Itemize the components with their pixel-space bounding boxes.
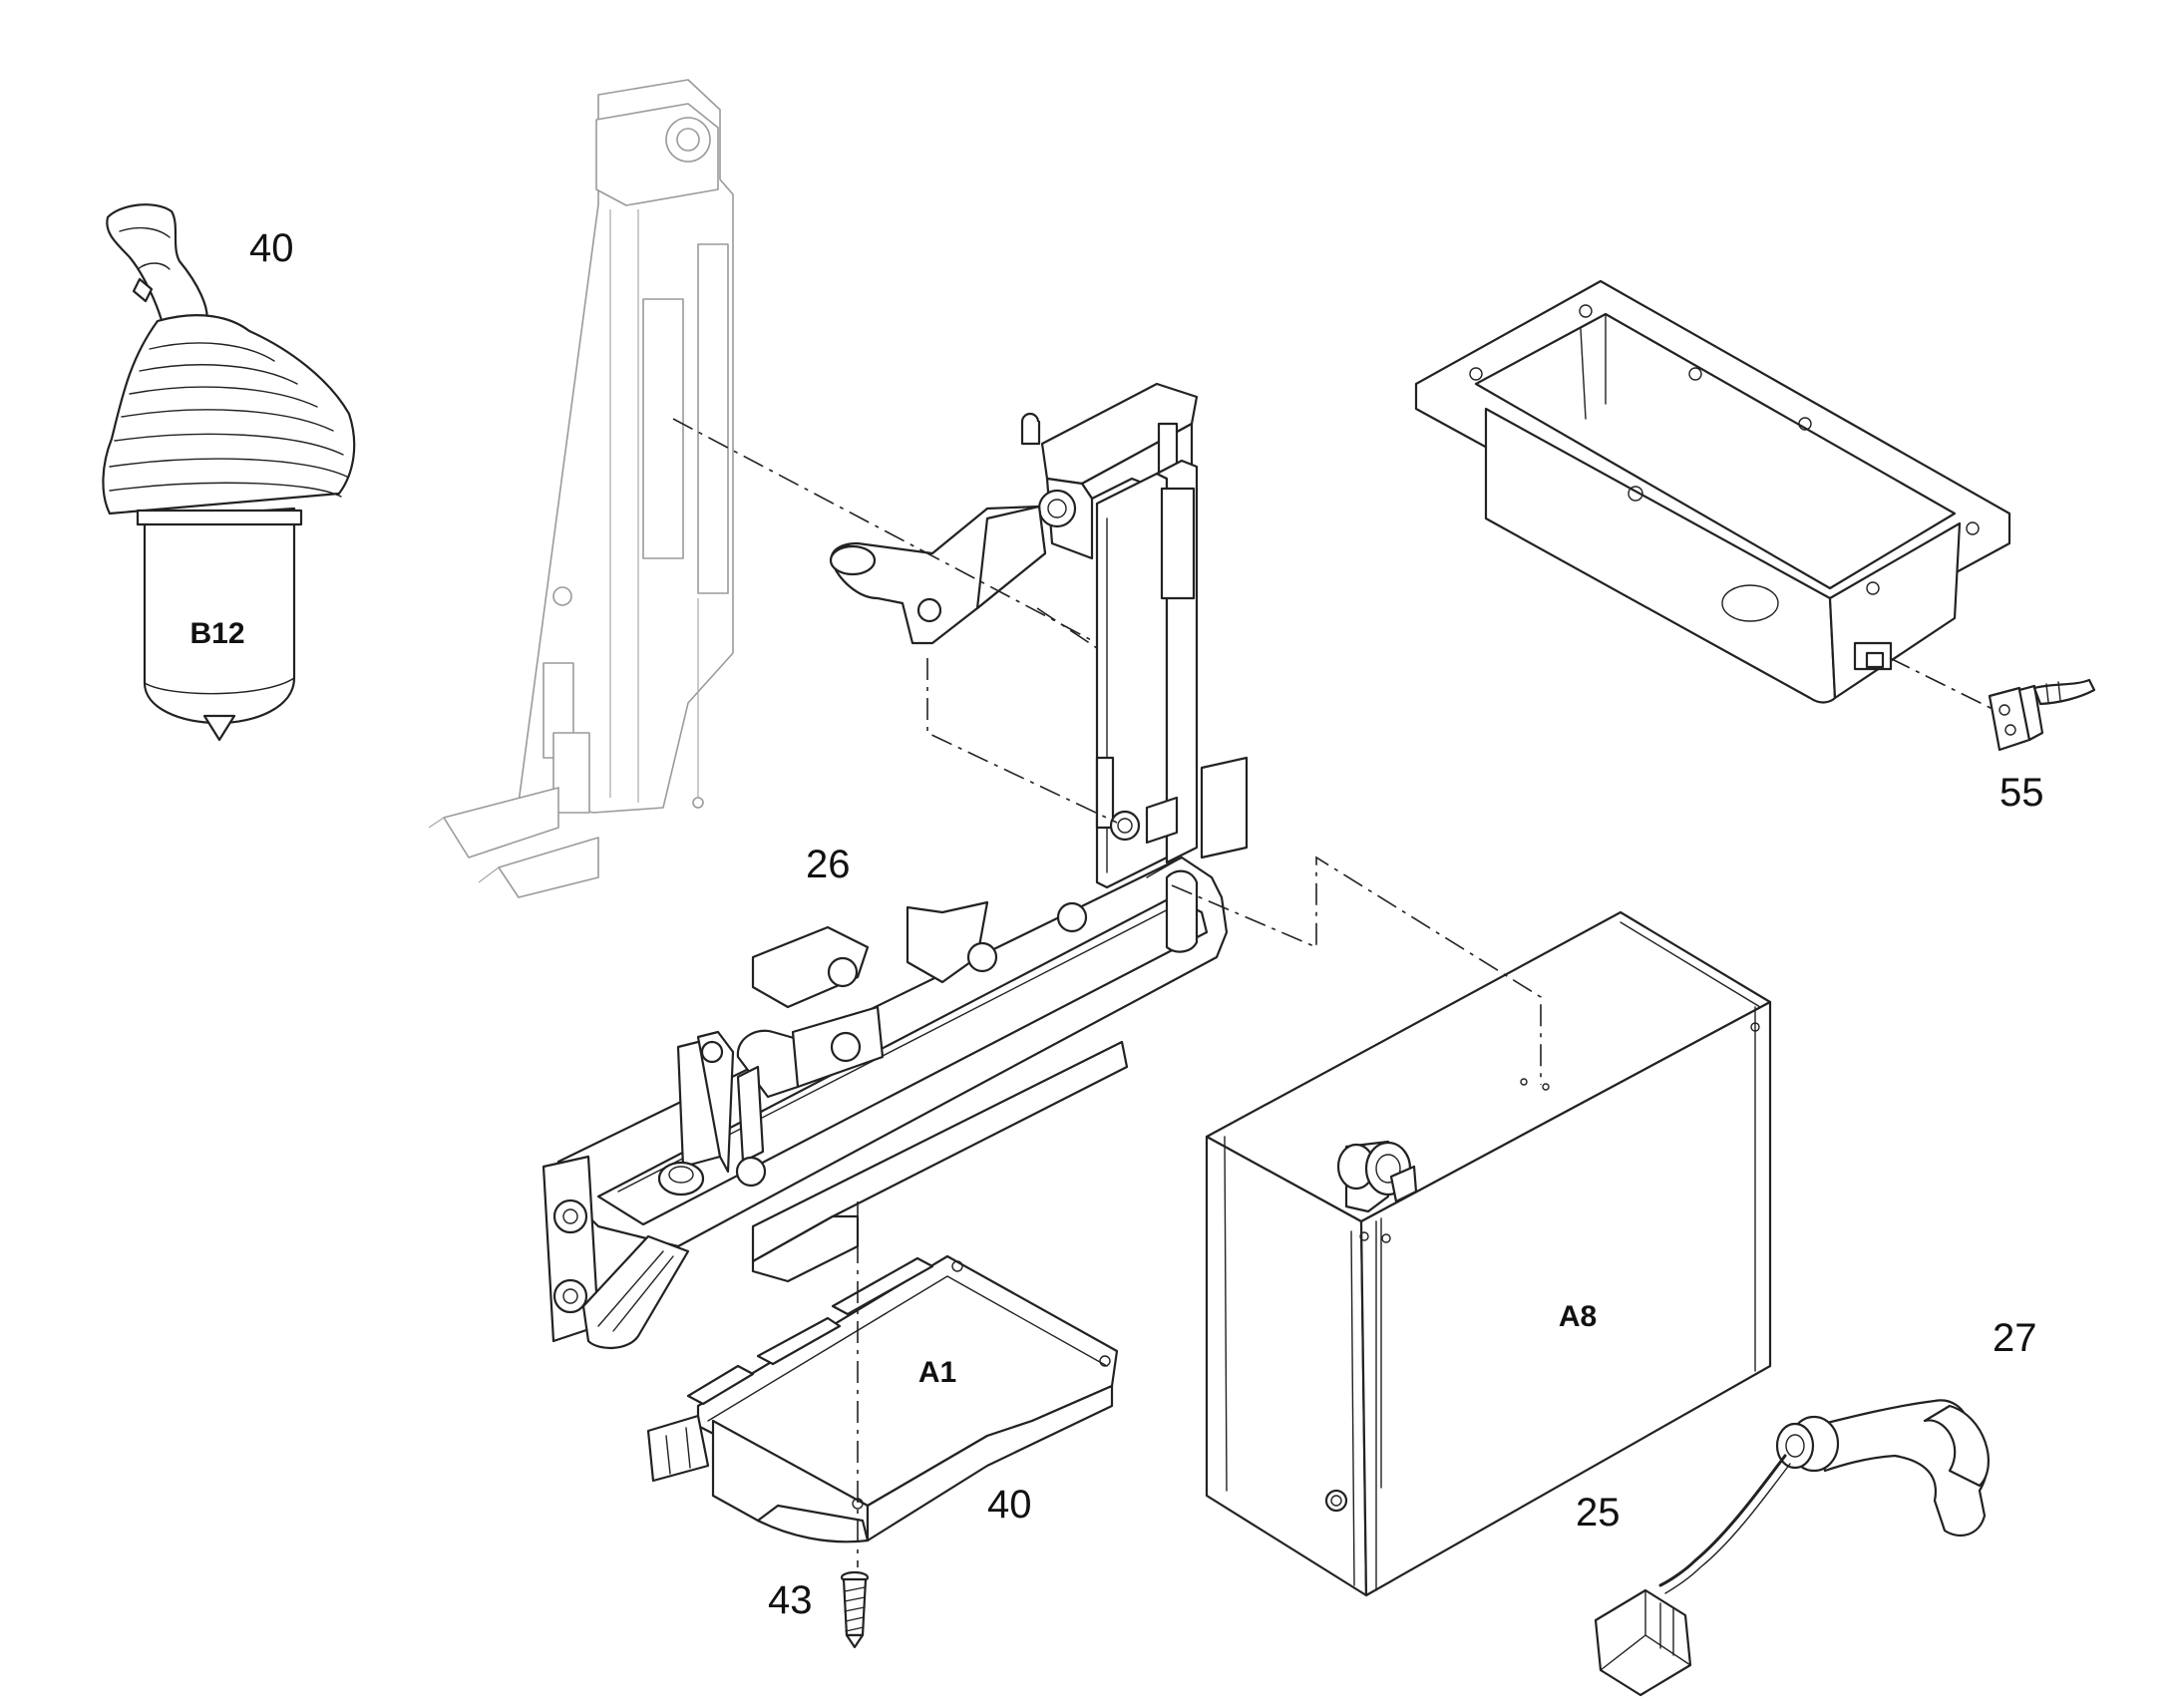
module-a1: A1 [646, 1254, 1119, 1543]
callout-cable: 27 [1993, 1316, 2037, 1360]
joystick-designator: B12 [189, 617, 244, 650]
connector-55 [1988, 678, 2096, 752]
module-designator: A1 [918, 1356, 956, 1389]
callout-connector: 55 [1999, 771, 2044, 815]
bracket-26 [542, 382, 1249, 1349]
mast-ghost [428, 79, 734, 898]
leader-lines [672, 418, 1996, 1567]
callout-joystick: 40 [249, 226, 294, 270]
screw-43 [840, 1570, 870, 1649]
box-designator: A8 [1559, 1300, 1597, 1333]
cable-27 [1594, 1399, 1990, 1697]
callout-bracket: 26 [806, 843, 851, 886]
recessed-tray [1414, 279, 2011, 704]
callout-module: 40 [987, 1483, 1032, 1527]
callout-box: 25 [1576, 1491, 1621, 1535]
joystick-b12: B12 [102, 203, 356, 742]
control-box-a8: A8 [1205, 910, 1772, 1597]
callout-screw: 43 [768, 1578, 813, 1622]
